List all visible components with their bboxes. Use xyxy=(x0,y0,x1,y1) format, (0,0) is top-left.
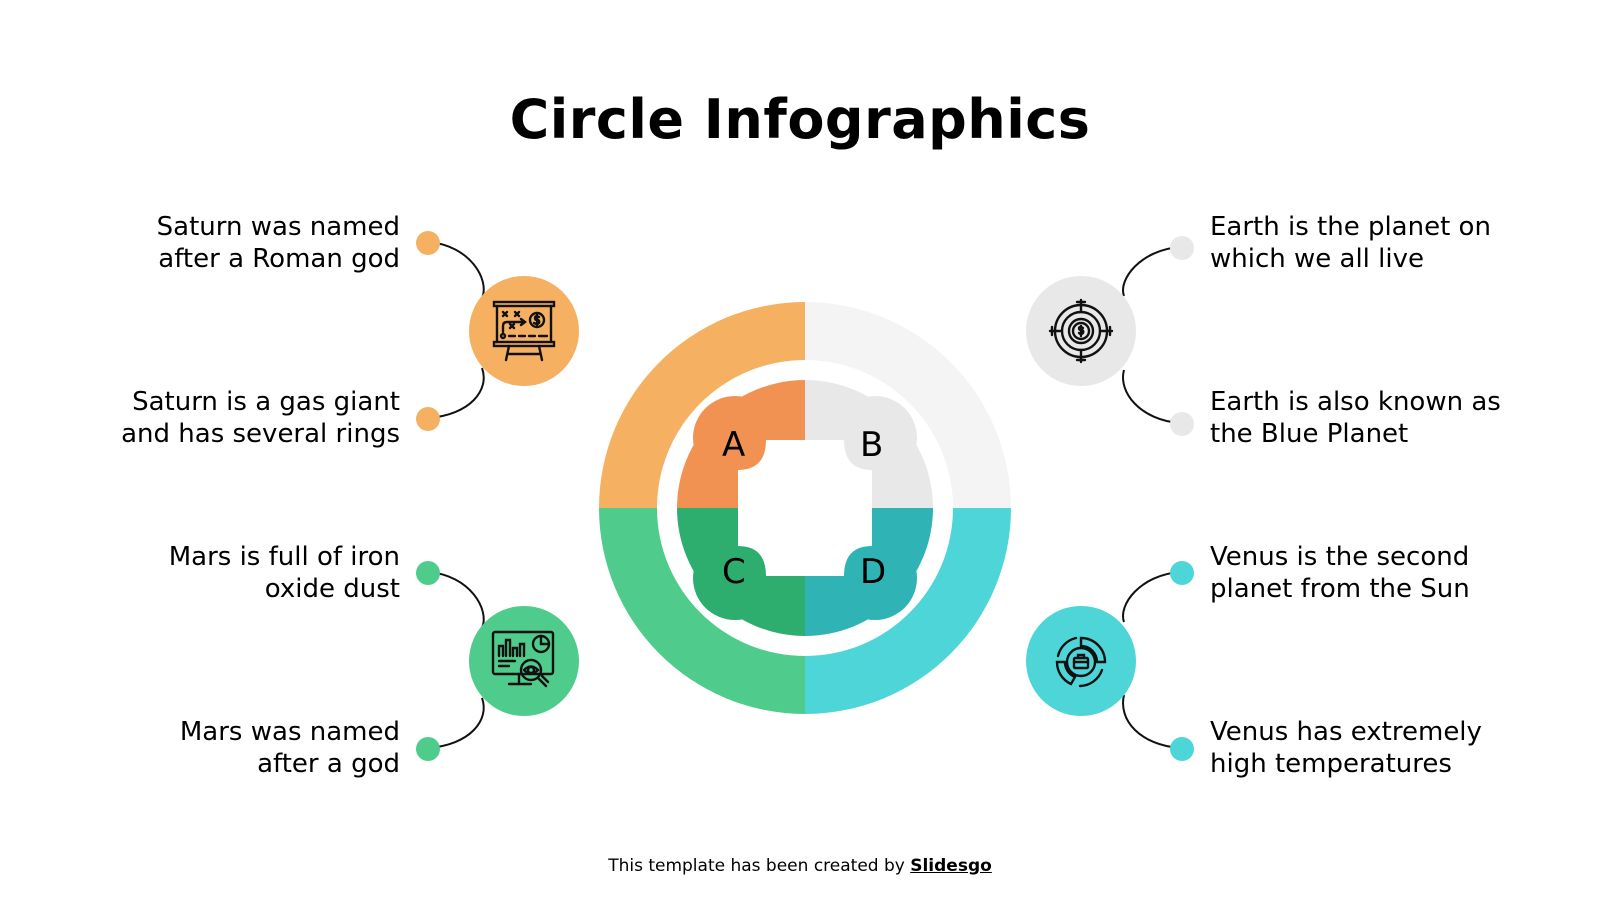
bullet-dot xyxy=(416,561,440,585)
slidesgo-link[interactable]: Slidesgo xyxy=(910,856,992,876)
bullet-dot xyxy=(1170,412,1194,436)
venus-fact-1: Venus is the second planet from the Sun xyxy=(1210,541,1470,605)
text-line: Mars was named xyxy=(179,717,400,747)
monitor-analytics-eye-icon xyxy=(469,606,579,716)
text-line: after a god xyxy=(257,749,400,779)
bullet-dot xyxy=(1170,561,1194,585)
footer-credit: This template has been created by Slides… xyxy=(0,856,1600,876)
bullet-dot xyxy=(1170,737,1194,761)
text-line: which we all live xyxy=(1210,244,1425,274)
text-line: Earth is the planet on xyxy=(1210,212,1491,242)
bullet-dot xyxy=(416,231,440,255)
earth-fact-2: Earth is also known as the Blue Planet xyxy=(1210,386,1501,450)
bullet-dot xyxy=(416,407,440,431)
text-line: and has several rings xyxy=(121,419,400,449)
segment-label-d: D xyxy=(860,552,887,592)
text-line: Venus has extremely xyxy=(1210,717,1482,747)
text-line: Mars is full of iron xyxy=(168,542,400,572)
page-title: Circle Infographics xyxy=(509,88,1091,151)
target-dollar-icon xyxy=(1026,276,1136,386)
text-line: Earth is also known as xyxy=(1210,387,1501,417)
mars-fact-2: Mars was named after a god xyxy=(180,716,400,780)
text-line: Saturn was named xyxy=(156,212,400,242)
bullet-dot xyxy=(416,737,440,761)
bullet-dot xyxy=(1170,236,1194,260)
venus-fact-2: Venus has extremely high temperatures xyxy=(1210,716,1482,780)
segment-label-b: B xyxy=(860,425,884,465)
text-line: oxide dust xyxy=(264,574,400,604)
text-line: Venus is the second xyxy=(1210,542,1470,572)
text-line: high temperatures xyxy=(1210,749,1452,779)
presentation-board-dollar-icon xyxy=(469,276,579,386)
mars-fact-1: Mars is full of iron oxide dust xyxy=(169,541,400,605)
footer-text: This template has been created by xyxy=(608,856,911,876)
saturn-fact-1: Saturn was named after a Roman god xyxy=(157,211,400,275)
text-line: the Blue Planet xyxy=(1210,419,1409,449)
segment-label-a: A xyxy=(722,425,746,465)
saturn-fact-2: Saturn is a gas giant and has several ri… xyxy=(121,386,400,450)
text-line: after a Roman god xyxy=(158,244,400,274)
briefcase-chart-icon xyxy=(1026,606,1136,716)
text-line: Saturn is a gas giant xyxy=(132,387,400,417)
text-line: planet from the Sun xyxy=(1210,574,1470,604)
segment-label-c: C xyxy=(722,552,746,592)
earth-fact-1: Earth is the planet on which we all live xyxy=(1210,211,1491,275)
